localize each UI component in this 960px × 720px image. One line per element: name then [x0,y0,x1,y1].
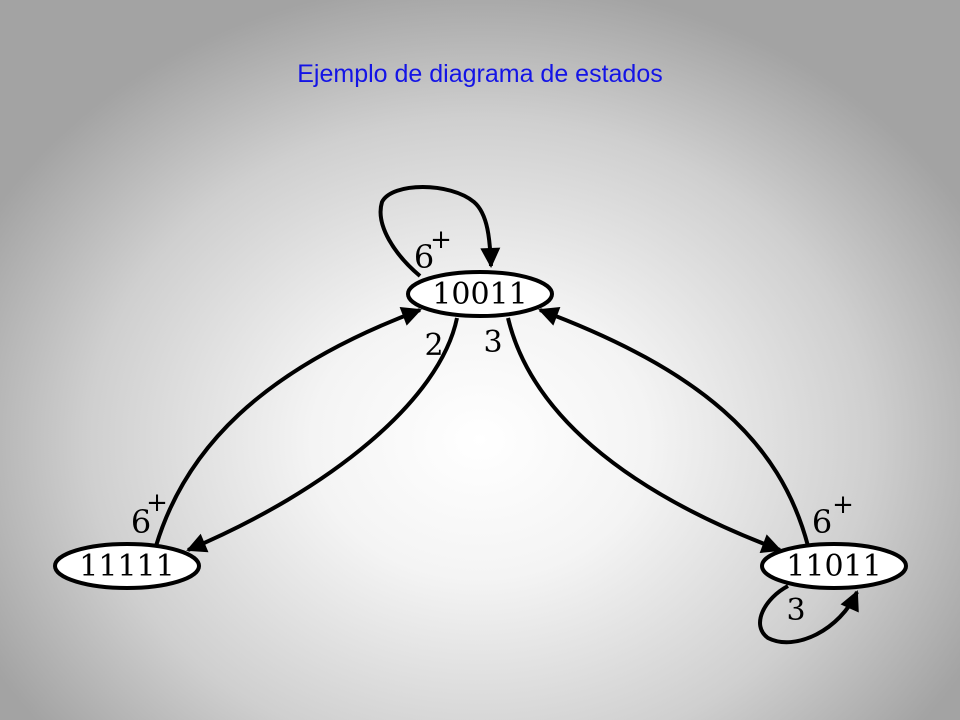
state-label-11111: 11111 [79,549,174,584]
edge-top-to-left [186,317,459,553]
edge-right-self-loop [758,584,859,645]
state-node-11111: 11111 [53,542,201,590]
label-top-self-loop: 6 [414,238,434,276]
state-label-11011: 11011 [786,549,881,584]
label-left-to-top-sup: + [146,488,168,518]
label-right-to-top: 6 [812,503,832,541]
edge-left-to-top [154,306,422,547]
state-node-10011: 10011 [406,270,554,318]
state-node-11011: 11011 [760,542,908,590]
page-title: Ejemplo de diagrama de estados [297,60,663,88]
state-label-10011: 10011 [432,277,527,312]
label-top-to-left: 2 [424,328,443,363]
edge-right-to-top [538,306,810,547]
label-top-to-right: 3 [483,325,502,360]
label-left-to-top: 6 [131,503,151,541]
edge-top-to-right [506,317,782,554]
label-right-to-top-sup: + [832,490,854,520]
label-top-self-loop-sup: + [430,225,452,255]
edge-top-self-loop [378,185,501,278]
label-right-self-loop: 3 [786,593,805,628]
